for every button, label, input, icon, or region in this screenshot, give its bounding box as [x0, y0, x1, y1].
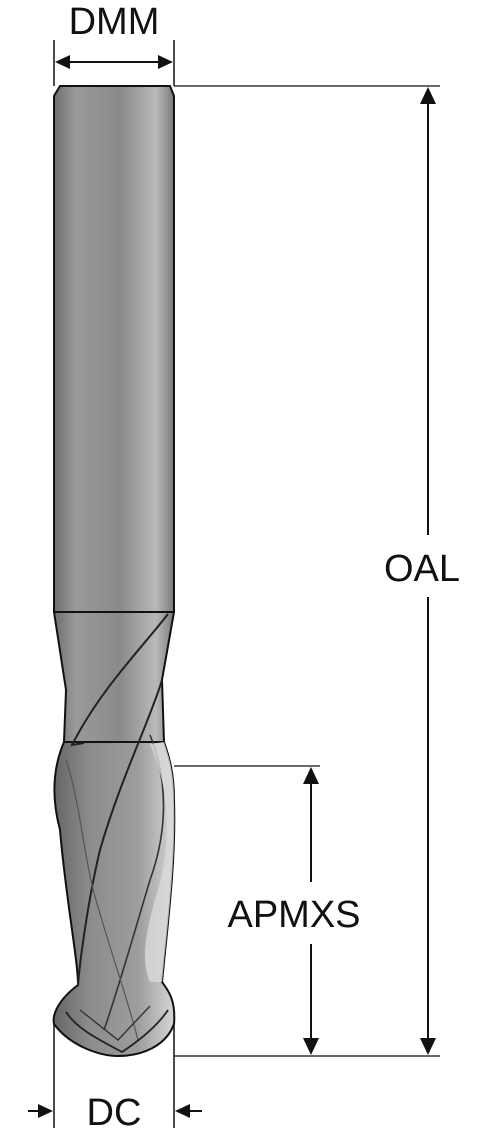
tool-neck	[52, 611, 176, 743]
dc-arrow-left	[38, 1104, 53, 1118]
flute-edge-2	[77, 679, 163, 986]
apmxs-arrow-top	[303, 767, 319, 784]
apmxs-dimension: APMXS	[174, 765, 361, 1055]
apmxs-arrow-bottom	[303, 1038, 319, 1055]
oal-arrow-bottom	[420, 1038, 436, 1055]
dmm-arrow-left	[55, 55, 70, 69]
tool-shank	[53, 85, 175, 613]
flute-edge-1	[70, 613, 169, 747]
dc-arrow-right	[175, 1104, 190, 1118]
dc-label: DC	[87, 1092, 142, 1134]
ball-nose-edge	[65, 1009, 169, 1054]
flute-shadow	[144, 742, 175, 982]
apmxs-label: APMXS	[227, 894, 360, 936]
dmm-arrow-right	[158, 55, 173, 69]
dmm-label: DMM	[69, 1, 160, 43]
dc-dimension: DC	[28, 1024, 202, 1134]
dmm-dimension: DMM	[53, 1, 175, 86]
ball-nose-face	[79, 1005, 151, 1041]
end-mill-tool	[52, 85, 176, 1058]
oal-label: OAL	[384, 548, 460, 590]
flute-edge-4	[65, 759, 139, 1041]
oal-dimension: OAL	[174, 85, 460, 1057]
oal-arrow-top	[420, 87, 436, 104]
